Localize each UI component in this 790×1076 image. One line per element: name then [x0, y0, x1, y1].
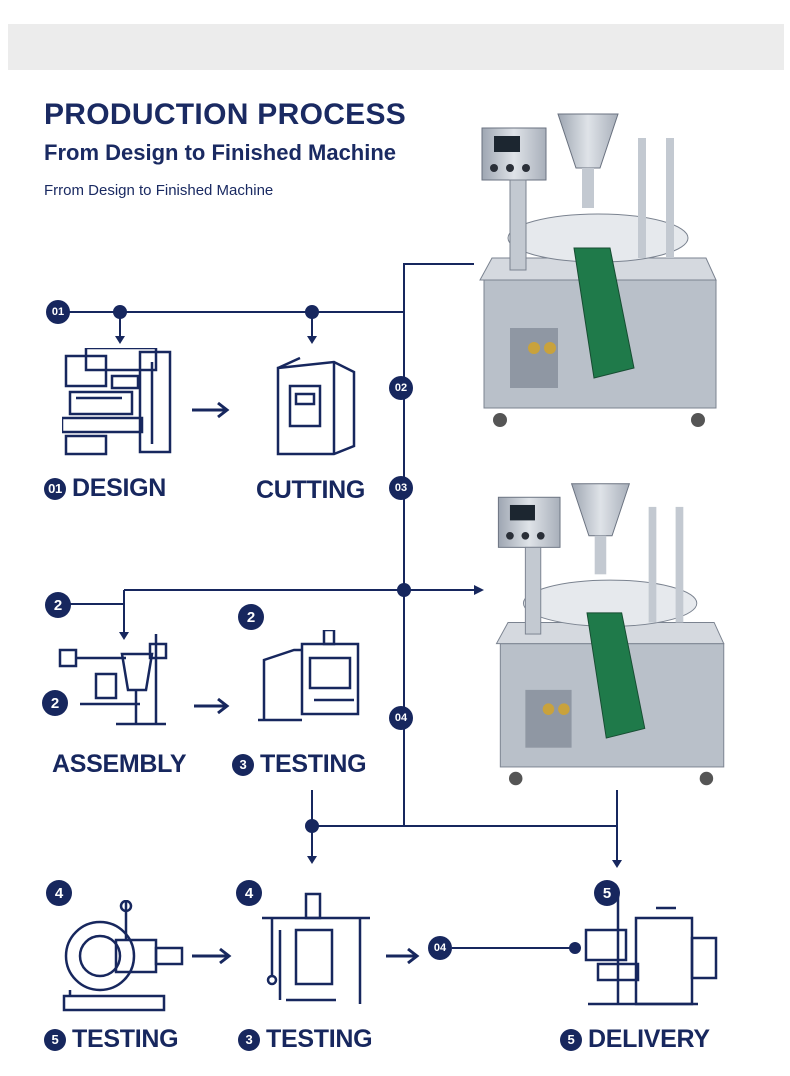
connector-badge-03: 03 — [389, 476, 413, 500]
stage-label-testing-a: 3 TESTING — [232, 750, 367, 779]
step-badge-testing-c: 3 — [238, 1028, 260, 1051]
page-tagline: Frrom Design to Finished Machine — [44, 182, 274, 199]
stage-text-delivery: DELIVERY — [588, 1025, 710, 1053]
filling-machine-image — [495, 483, 725, 786]
filling-machine-image — [479, 113, 717, 427]
stage-label-delivery: 5 DELIVERY — [560, 1025, 710, 1054]
step-badge-testing-a: 3 — [232, 753, 254, 776]
stage-label-testing-c: 3 TESTING — [238, 1025, 373, 1054]
stage-label-testing-b: 5 TESTING — [44, 1025, 179, 1054]
step-badge-testing-a-top: 2 — [238, 604, 264, 630]
connector-badge-04-bottom: 04 — [428, 936, 452, 960]
step-badge-design: 01 — [44, 477, 66, 500]
stage-text-testing-c: TESTING — [266, 1025, 373, 1053]
step-badge-delivery-top: 5 — [594, 880, 620, 906]
connector-badge-04: 04 — [389, 706, 413, 730]
cutting-cabinet-icon — [276, 356, 356, 456]
step-badge-testing-c-top: 4 — [236, 880, 262, 906]
testing-machine-icon — [258, 630, 360, 722]
step-badge-delivery: 5 — [560, 1028, 582, 1051]
step-badge-testing-b: 5 — [44, 1028, 66, 1051]
assembly-machine-icon — [58, 634, 168, 726]
stage-text-testing-a: TESTING — [260, 750, 367, 778]
stage-label-assembly: ASSEMBLY — [52, 750, 187, 778]
stage-label-cutting: CUTTING — [256, 476, 365, 504]
lathe-testing-icon — [62, 900, 184, 1012]
stage-text-design: DESIGN — [72, 474, 167, 502]
stage-label-design: 01 DESIGN — [44, 474, 166, 503]
connector-badge-02: 02 — [389, 376, 413, 400]
press-testing-icon — [262, 892, 370, 1004]
step-badge-design-top: 01 — [46, 300, 70, 324]
step-badge-assembly-top: 2 — [45, 592, 71, 618]
step-badge-assembly-side: 2 — [42, 690, 68, 716]
step-badge-testing-b-top: 4 — [46, 880, 72, 906]
page-title: PRODUCTION PROCESS — [44, 98, 407, 131]
page-subtitle: From Design to Finished Machine — [44, 140, 397, 165]
top-banner — [8, 24, 784, 70]
delivery-machine-icon — [584, 894, 718, 1006]
design-blueprint-icon — [62, 348, 172, 456]
stage-text-testing-b: TESTING — [72, 1025, 179, 1053]
